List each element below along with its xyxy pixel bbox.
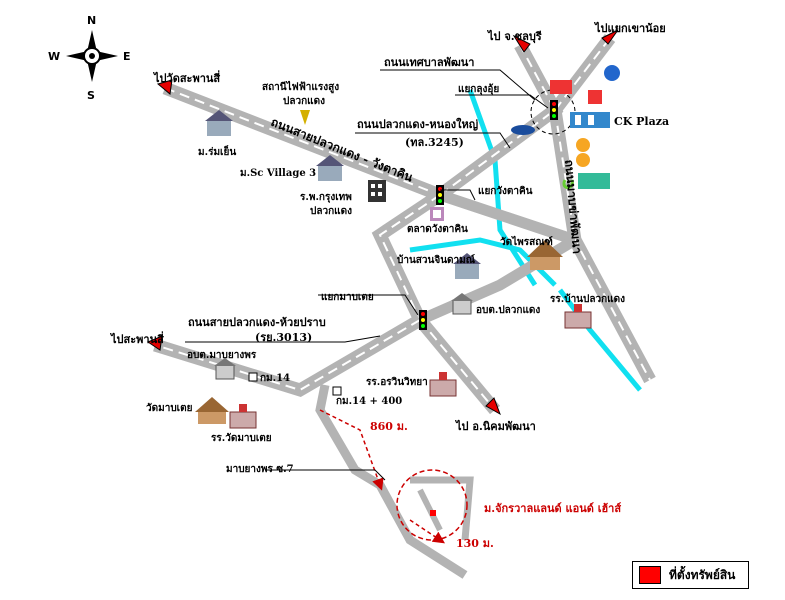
label-hospital: ร.พ.กรุงเทพ (300, 192, 352, 203)
school-icon (564, 304, 592, 329)
road-label-pluakdaeng-nongyai: ถนนปลวกแดง-หนองใหญ่ (357, 117, 478, 131)
km-marker-icon (332, 386, 342, 396)
compass-s: S (87, 89, 95, 102)
label-wang-takhian-market: ตลาดวังตาคิน (407, 223, 468, 235)
road-label-saipluak-huaiprap-code: (รย.3013) (255, 331, 312, 344)
label-ban-rom-yen: ม.ร่มเย็น (198, 144, 236, 158)
label-school-arawin: รร.อรวินวิทยา (366, 376, 428, 388)
market-icon (430, 207, 444, 221)
arrow-to-nikhom (485, 397, 501, 416)
government-icon (214, 358, 236, 380)
legend: ที่ตั้งทรัพย์สิน (632, 561, 749, 589)
label-km14: กม.14 (260, 373, 290, 384)
label-wat-phrai-sanit: วัดไพรสณฑ์ (500, 235, 553, 248)
label-obt-pluakdaeng: อบต.ปลวกแดง (476, 304, 540, 316)
label-power-station: สถานีไฟฟ้าแรงสูง (262, 80, 339, 94)
compass-n: N (87, 14, 96, 27)
temple-icon (527, 240, 563, 270)
label-to-chonburi: ไป จ.ชลบุรี (486, 29, 542, 44)
hospital-icon (368, 180, 386, 202)
school-icon (429, 372, 457, 397)
legend-label: ที่ตั้งทรัพย์สิน (669, 567, 736, 582)
property-marker (430, 510, 436, 516)
arrow-to-saphan-si (146, 335, 163, 351)
label-to-khao-noi: ไปแยกเขาน้อย (593, 21, 666, 35)
compass-w: W (48, 50, 60, 63)
compass-e: E (123, 50, 131, 63)
label-hospital-2: ปลวกแดง (310, 205, 352, 217)
traffic-light-icon (550, 100, 558, 120)
project-circle (396, 469, 468, 541)
label-dist-130: 130 ม. (456, 537, 494, 550)
temple-icon (195, 397, 229, 424)
compass-rose: N S E W (48, 14, 131, 102)
government-icon (451, 293, 473, 315)
label-to-wat-saphan-si: ไปวัดสะพานสี่ (152, 70, 220, 85)
label-lung-ui-junction: แยกลุงอุ้ย (458, 83, 499, 95)
route-860m (319, 409, 384, 491)
road-label-thetsaban: ถนนเทศบาลพัฒนา (384, 56, 474, 69)
label-sc-village: ม.Sc Village 3 (240, 168, 316, 179)
label-dist-860: 860 ม. (370, 420, 408, 433)
route-130m (409, 519, 445, 544)
label-to-nikhom: ไป อ.นิคมพัฒนา (454, 419, 536, 433)
house-icon (453, 253, 481, 279)
label-obt-map-yang-phon: อบต.มาบยางพร (187, 350, 257, 361)
label-ban-suan-jindamon: บ้านสวนจินดามณ์ (397, 254, 476, 266)
house-icon (205, 110, 233, 136)
power-station-icon (300, 110, 310, 125)
logo-icons (511, 65, 620, 189)
label-ck-plaza: CK Plaza (614, 115, 669, 128)
arrow-to-chonburi (512, 34, 531, 53)
label-wat-map-toei: วัดมาบเตย (146, 402, 193, 414)
label-project: ม.จักรวาลแลนด์ แอนด์ เฮ้าส์ (484, 502, 621, 515)
km-marker-icon (248, 372, 258, 382)
direction-arrows (146, 29, 619, 416)
traffic-light-icon (419, 310, 427, 330)
arrow-to-wat-saphan-si (156, 79, 173, 95)
landmark-icons (195, 65, 620, 429)
arrow-to-khao-noi (601, 29, 619, 45)
road-label-saipluak-huaiprap: ถนนสายปลวกแดง-ห้วยปราบ (188, 316, 326, 329)
label-map-tao-junction: แยกมาบเตย (321, 292, 374, 303)
ck-plaza-icon (570, 112, 610, 128)
label-power-station-2: ปลวกแดง (283, 95, 325, 107)
label-soi7: มาบยางพร ซ.7 (226, 464, 294, 475)
label-school-ban-pluakdaeng: รร.บ้านปลวกแดง (550, 293, 625, 305)
label-to-saphan-si: ไปสะพานสี่ (109, 331, 164, 346)
school-icon (229, 404, 257, 429)
road-label-pluakdaeng-nongyai-code: (ทล.3245) (405, 136, 464, 149)
label-school-wat-map-toei: รร.วัดมาบเตย (211, 432, 272, 444)
legend-swatch (639, 566, 661, 584)
label-wang-takhian-junction: แยกวังตาคิน (478, 185, 533, 197)
house-icon (316, 155, 344, 181)
traffic-light-icon (436, 185, 444, 205)
leader-lines (185, 69, 549, 481)
label-km14-400: กม.14 + 400 (336, 396, 402, 407)
